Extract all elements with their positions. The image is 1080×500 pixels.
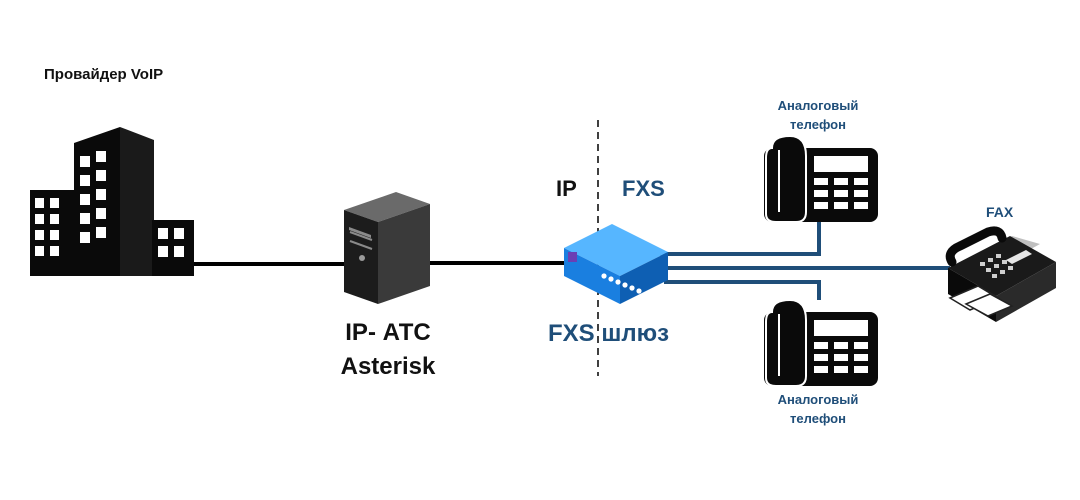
fxs-side-label: FXS	[622, 176, 665, 201]
phone-bottom-label-line2: телефон	[790, 411, 846, 426]
provider-label: Провайдер VoIP	[44, 66, 164, 83]
gateway-to-phone-bottom-line	[664, 280, 821, 300]
server-icon	[344, 192, 430, 304]
phone-bottom-label-line1: Аналоговый	[777, 392, 859, 407]
phone-bottom-label: Аналоговый телефон	[762, 390, 874, 428]
gateway-to-phone-top-line	[660, 220, 821, 256]
analog-phone-icon-top	[764, 134, 878, 223]
fax-icon	[945, 226, 1056, 322]
fxs-gateway-icon	[564, 224, 668, 304]
pbx-label-line2: Asterisk	[340, 353, 436, 380]
phone-top-label: Аналоговый телефон	[762, 96, 874, 134]
pbx-label-line1: IP- АТС	[345, 319, 431, 346]
phone-top-label-line2: телефон	[790, 117, 846, 132]
phone-top-label-line1: Аналоговый	[777, 98, 859, 113]
pbx-label: IP- АТС Asterisk	[322, 316, 454, 384]
building-icon	[30, 127, 194, 276]
analog-phone-icon-bottom	[764, 298, 878, 387]
fax-label: FAX	[986, 204, 1014, 220]
gateway-label: FXS шлюз	[548, 320, 670, 347]
ip-side-label: IP	[556, 176, 577, 201]
